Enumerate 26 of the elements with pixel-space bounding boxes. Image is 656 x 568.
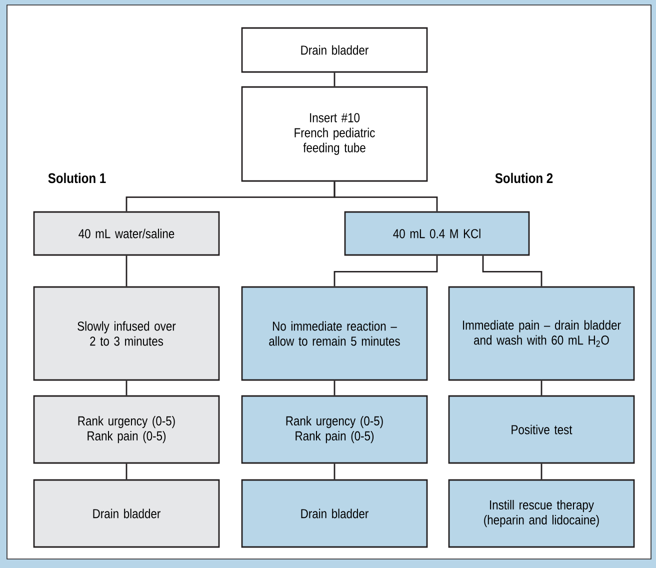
process-box: Drain bladder [33, 479, 220, 548]
process-box: Drain bladder [241, 27, 428, 73]
process-box: Insert #10 French pediatric feeding tube [241, 86, 428, 182]
process-box: Positive test [448, 395, 635, 464]
process-box: 40 mL water/saline [33, 211, 220, 256]
process-box: Instill rescue therapy (heparin and lidocaine) [448, 479, 635, 548]
connector-line [540, 464, 542, 480]
process-box: Drain bladder [241, 479, 428, 548]
connector-line [126, 380, 128, 396]
process-box: No immediate reaction – allow to remain 5 minutes [241, 286, 428, 381]
connector-line [126, 464, 128, 480]
connector-line [482, 256, 542, 286]
process-box: Rank urgency (0-5) Rank pain (0-5) [33, 395, 220, 464]
column-heading: Solution 2 [495, 172, 553, 184]
connector-line [540, 380, 542, 396]
process-box: Slowly infused over 2 to 3 minutes [33, 286, 220, 381]
process-box: 40 mL 0.4 M KCl [344, 211, 530, 256]
process-box: Rank urgency (0-5) Rank pain (0-5) [241, 395, 428, 464]
connector-line [334, 380, 336, 396]
connector-line [334, 256, 438, 286]
connector-line [334, 464, 336, 480]
connector-line [334, 182, 438, 212]
connector-line [334, 72, 336, 86]
connector-line [126, 256, 128, 286]
column-heading: Solution 1 [48, 172, 106, 184]
process-box: Immediate pain – drain bladder and wash with 60 mL H$_{2}$O [448, 286, 635, 381]
